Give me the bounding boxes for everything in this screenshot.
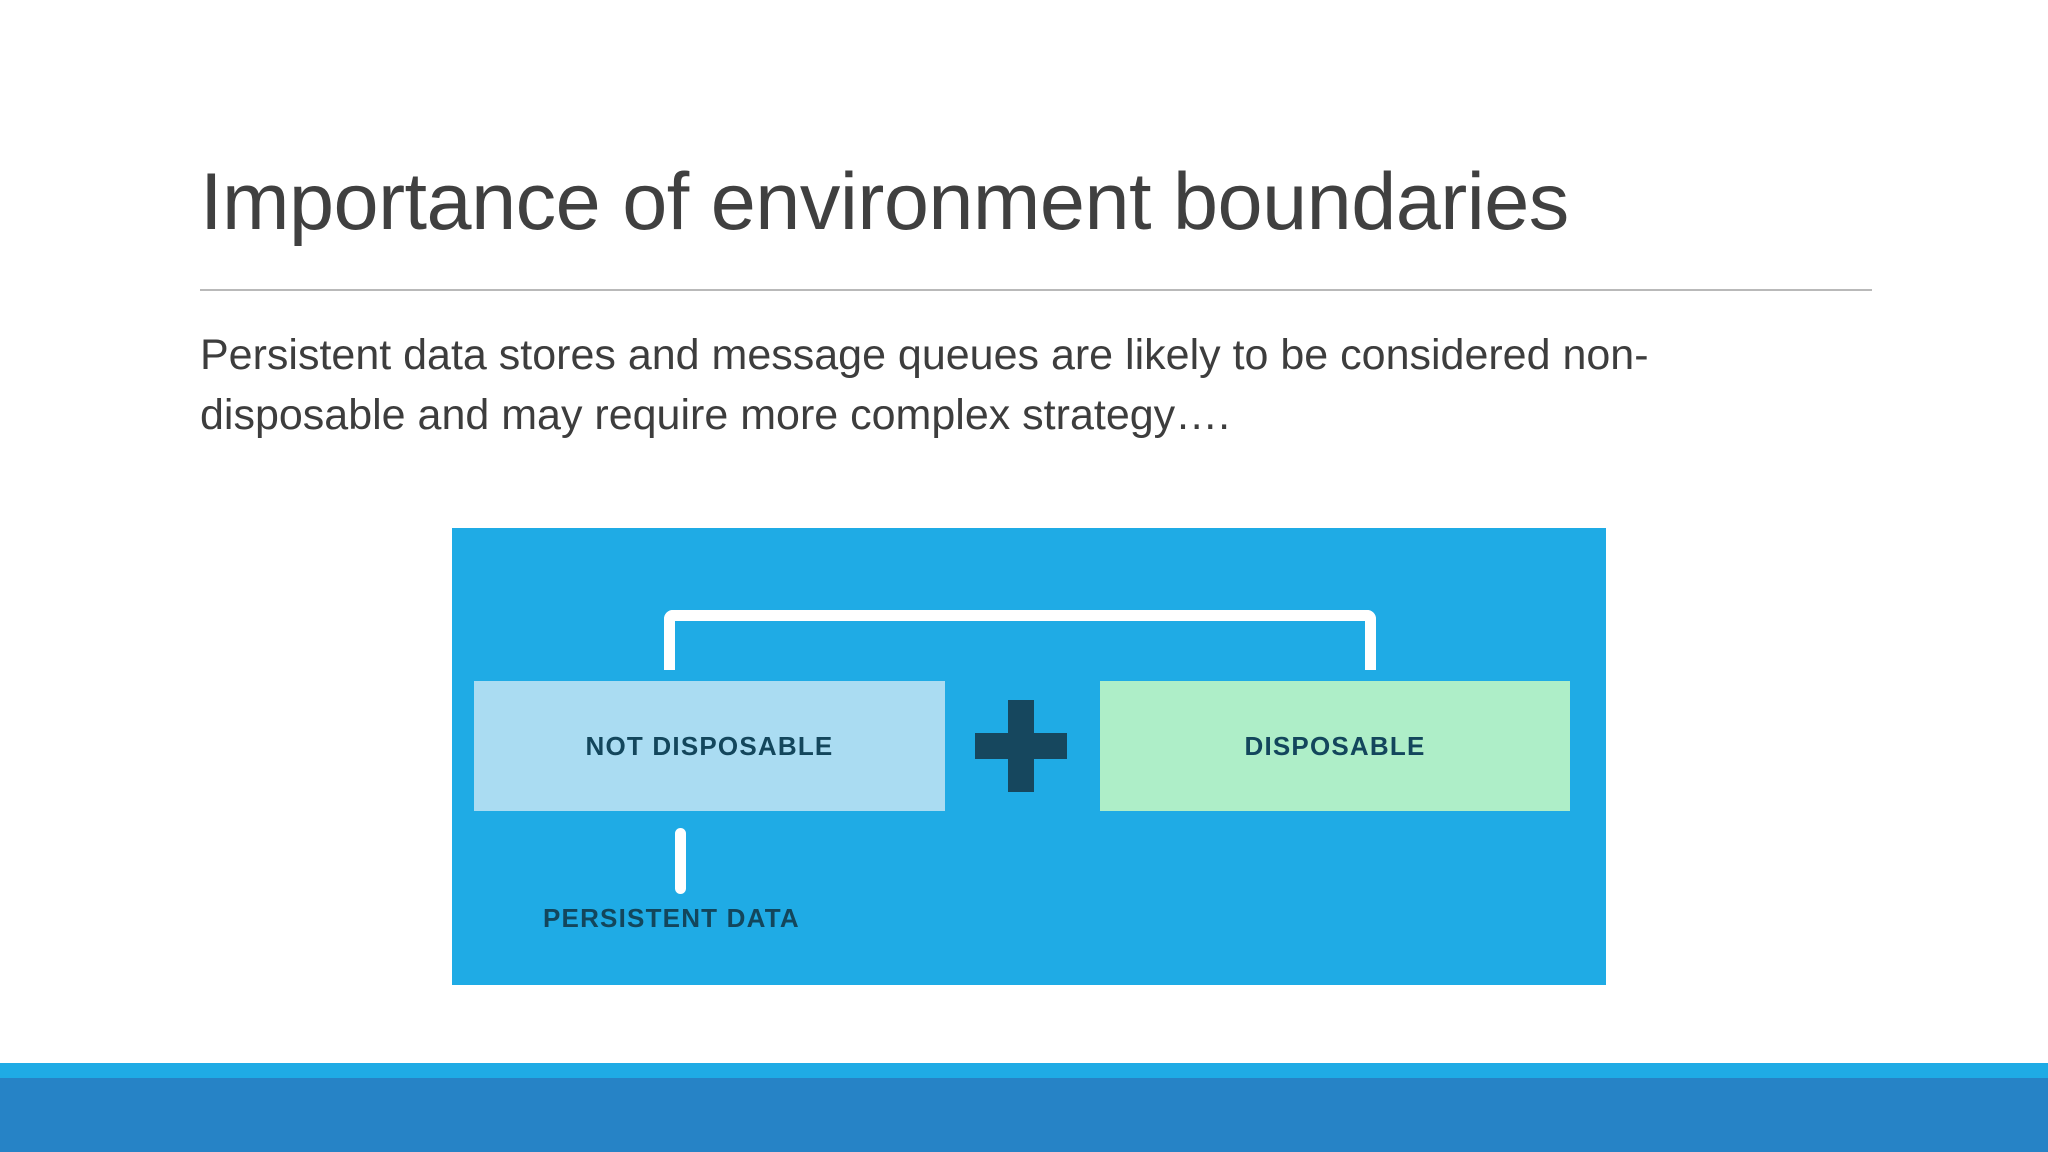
plus-icon-vertical-bar xyxy=(1008,700,1034,792)
title-divider xyxy=(200,289,1872,291)
persistent-data-connector xyxy=(675,828,686,894)
footer-accent-strip xyxy=(0,1063,2048,1078)
page-title: Importance of environment boundaries xyxy=(200,157,1569,247)
disposable-box: DISPOSABLE xyxy=(1100,681,1570,811)
plus-icon xyxy=(975,700,1067,792)
grouping-bracket-connector xyxy=(664,610,1376,670)
not-disposable-label: NOT DISPOSABLE xyxy=(585,730,834,761)
slide-body-text: Persistent data stores and message queue… xyxy=(200,331,1649,440)
disposable-label: DISPOSABLE xyxy=(1244,730,1426,761)
not-disposable-box: NOT DISPOSABLE xyxy=(474,681,945,811)
footer-bar xyxy=(0,1078,2048,1152)
persistent-data-label: PERSISTENT DATA xyxy=(543,903,800,933)
